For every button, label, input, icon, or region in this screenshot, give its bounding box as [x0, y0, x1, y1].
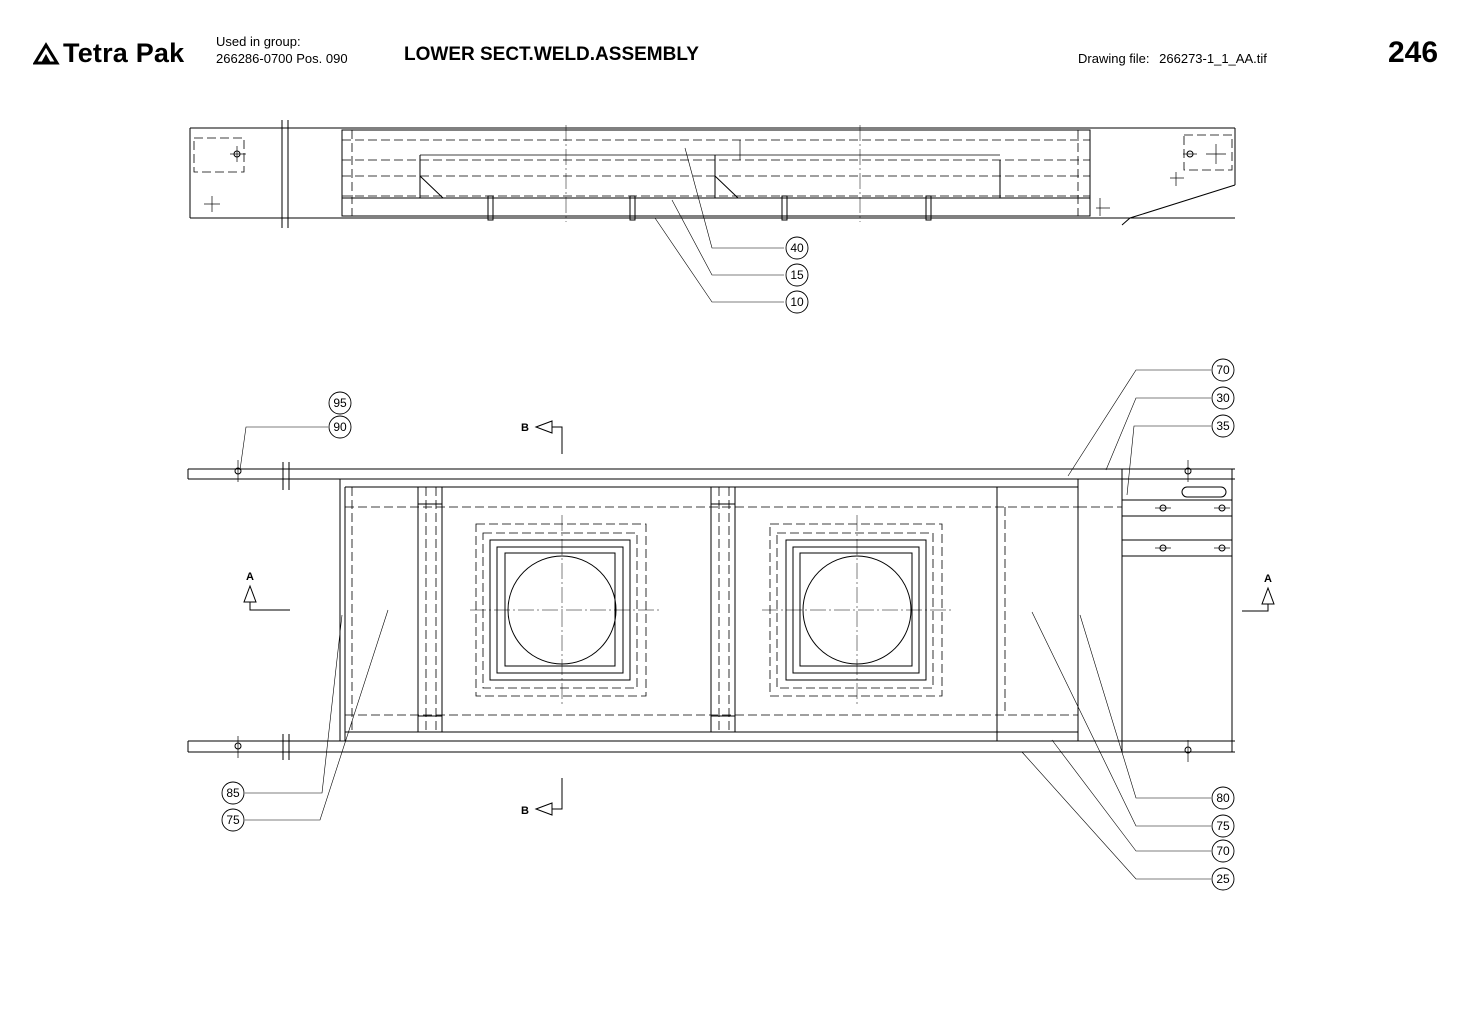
callout-85: 85 — [221, 781, 245, 805]
section-b-label-top: B — [521, 422, 529, 434]
drawing-file-value: 266273-1_1_AA.tif — [1159, 51, 1267, 66]
callout-10: 10 — [785, 290, 809, 314]
svg-text:95: 95 — [333, 396, 347, 410]
used-in-group-value: 266286-0700 Pos. 090 — [216, 51, 348, 66]
drawing-file-label: Drawing file: — [1078, 51, 1150, 66]
svg-text:80: 80 — [1216, 791, 1230, 805]
callout-30: 30 — [1211, 386, 1235, 410]
callout-70-top: 70 — [1211, 358, 1235, 382]
svg-text:30: 30 — [1216, 391, 1230, 405]
callout-75-left: 75 — [221, 808, 245, 832]
svg-text:15: 15 — [790, 268, 804, 282]
callout-90: 90 — [328, 415, 352, 439]
section-a-label-right: A — [1264, 573, 1272, 585]
page-number: 246 — [1388, 36, 1439, 69]
callout-35: 35 — [1211, 414, 1235, 438]
brand-name: Tetra Pak — [63, 38, 185, 68]
svg-text:75: 75 — [226, 813, 240, 827]
svg-text:85: 85 — [226, 786, 240, 800]
tetra-pak-logo-icon — [33, 41, 60, 64]
callout-15: 15 — [785, 263, 809, 287]
svg-text:75: 75 — [1216, 819, 1230, 833]
svg-text:10: 10 — [790, 295, 804, 309]
callout-80: 80 — [1211, 786, 1235, 810]
svg-text:70: 70 — [1216, 363, 1230, 377]
top-view-leaders — [654, 147, 784, 303]
page-title: LOWER SECT.WELD.ASSEMBLY — [404, 44, 699, 65]
svg-text:70: 70 — [1216, 844, 1230, 858]
section-markers: B B A A — [243, 420, 1275, 817]
section-b-label-bottom: B — [521, 805, 529, 817]
logo: Tetra Pak — [33, 38, 184, 69]
callout-70-bottom: 70 — [1211, 839, 1235, 863]
header: Tetra Pak Used in group: 266286-0700 Pos… — [0, 0, 1462, 100]
callout-40: 40 — [785, 236, 809, 260]
svg-text:40: 40 — [790, 241, 804, 255]
callout-75-right: 75 — [1211, 814, 1235, 838]
svg-text:25: 25 — [1216, 872, 1230, 886]
svg-text:90: 90 — [333, 420, 347, 434]
top-view — [189, 120, 1236, 228]
used-in-group-label: Used in group: — [216, 34, 301, 49]
svg-text:35: 35 — [1216, 419, 1230, 433]
drawing-file: Drawing file: 266273-1_1_AA.tif — [1078, 51, 1267, 66]
callout-25: 25 — [1211, 867, 1235, 891]
plan-view — [187, 460, 1235, 762]
callout-95: 95 — [328, 391, 352, 415]
plan-view-leaders — [239, 369, 1211, 880]
section-a-label-left: A — [246, 571, 254, 583]
